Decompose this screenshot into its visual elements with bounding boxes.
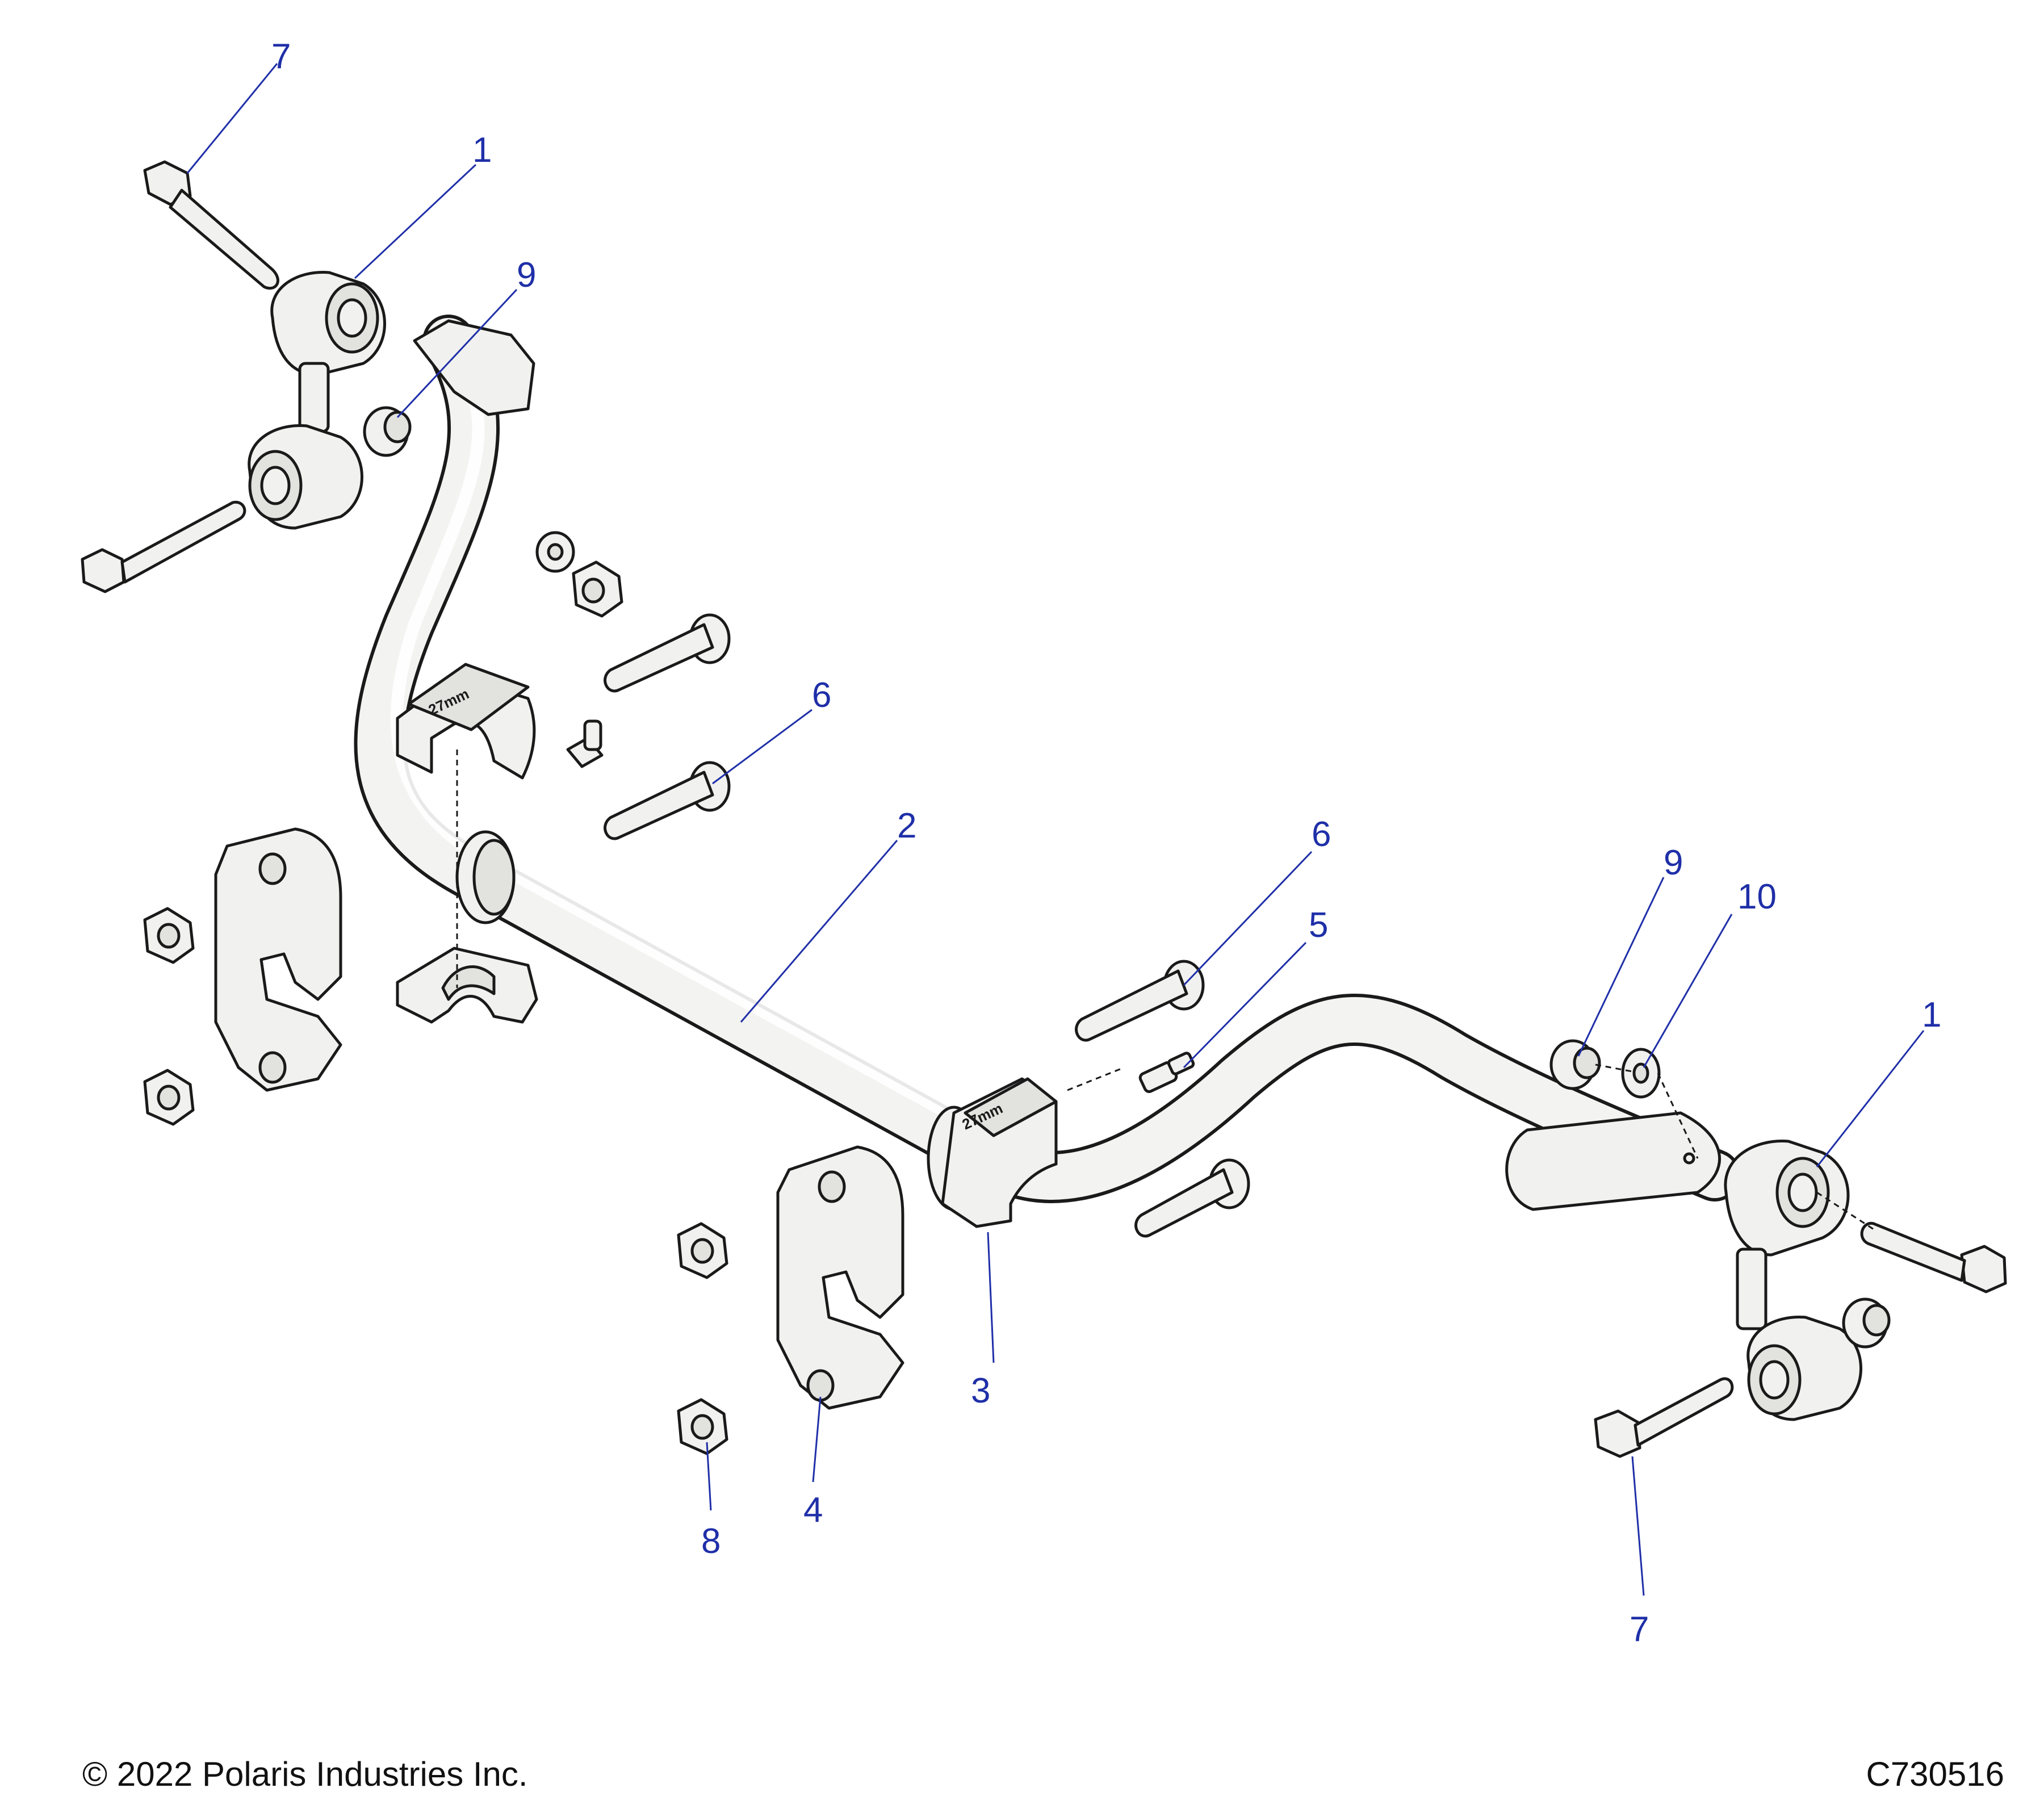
callout-6-right: 6 <box>1312 815 1331 854</box>
callout-4: 4 <box>803 1491 823 1530</box>
nut-center-upper <box>677 1222 728 1279</box>
bushing-9-right <box>1549 1039 1601 1090</box>
nut-center-lower <box>677 1398 728 1455</box>
mounting-bracket-left <box>214 827 342 1092</box>
bolt-right-lower <box>1134 1158 1250 1238</box>
bolt-right-eye <box>1860 1222 2007 1293</box>
bushing-left-upper: 27mm <box>396 663 536 780</box>
callout-2: 2 <box>897 806 916 845</box>
bolt-7-top-left <box>143 160 279 290</box>
mounting-bracket-center <box>776 1145 904 1410</box>
callout-7-bottom: 7 <box>1630 1610 1649 1649</box>
stabilizer-bar <box>354 315 1741 1211</box>
callout-3: 3 <box>971 1371 990 1410</box>
callout-10: 10 <box>1737 877 1777 916</box>
washer-10 <box>1621 1048 1661 1099</box>
assembly-lines <box>456 750 1874 1230</box>
callout-9-right: 9 <box>1664 843 1683 882</box>
bolt-6-left-upper <box>604 613 731 693</box>
bolt-lower-left <box>81 500 246 593</box>
bushing-center: 27mm <box>927 1077 1058 1228</box>
bolt-7-bottom-right <box>1594 1377 1734 1458</box>
callout-1-right: 1 <box>1922 995 1941 1035</box>
callout-5: 5 <box>1309 906 1328 945</box>
copyright-notice: © 2022 Polaris Industries Inc. <box>82 1755 528 1793</box>
callout-7-top: 7 <box>271 37 291 76</box>
callout-1-left: 1 <box>472 131 492 170</box>
bushing-right-lower <box>1842 1297 1891 1349</box>
stabilizer-link-left <box>248 271 386 530</box>
bolt-6-right-upper <box>1075 960 1205 1042</box>
bushing-left-lower <box>396 947 538 1024</box>
callout-8: 8 <box>701 1522 721 1561</box>
drawing-number: C730516 <box>1866 1755 2004 1793</box>
washer-nut-left <box>535 531 623 618</box>
nut-left-upper <box>143 907 195 964</box>
grease-fitting-left <box>566 719 604 768</box>
bolt-6-left-lower <box>604 761 731 840</box>
callout-6-left: 6 <box>812 676 831 715</box>
nut-left-lower <box>143 1069 195 1126</box>
callouts: 7 1 9 6 2 6 5 9 10 1 3 4 8 7 <box>271 37 1941 1649</box>
grease-fitting-right <box>1138 1052 1195 1093</box>
callout-9-left: 9 <box>517 256 536 295</box>
bushing-9-left <box>363 406 412 457</box>
leader-lines <box>186 63 1925 1596</box>
bar-collar-left <box>455 830 516 924</box>
stabilizer-link-right <box>1724 1140 1862 1421</box>
